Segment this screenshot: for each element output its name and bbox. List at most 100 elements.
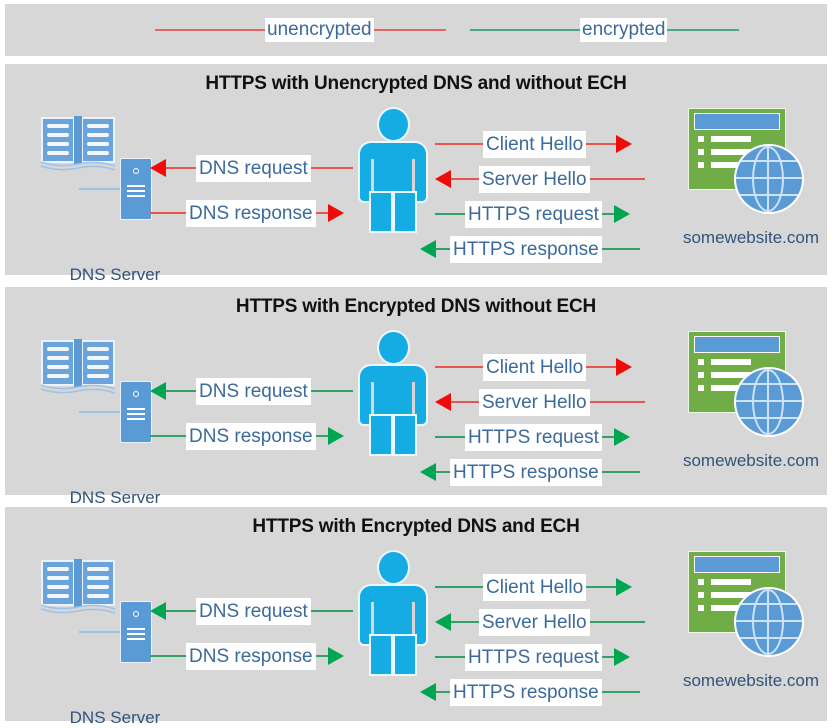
flow-label: DNS response [186,199,316,227]
browser-content-list [698,359,751,398]
person-head [379,552,408,583]
server-connector-line [79,188,123,190]
flow-client-hello-1: Client Hello [435,130,633,158]
flow-label: HTTPS response [450,678,602,706]
browser-title-bar [694,556,780,573]
browser-content-list [698,136,751,175]
flow-dns-response-2: DNS response [150,422,344,450]
server-power-dot [133,168,139,174]
flow-line [310,167,353,169]
scenario-panel-2: HTTPS with Encrypted DNS without ECH [5,287,827,507]
flow-line [435,143,483,145]
person-arm-gap-right [412,382,415,420]
browser-title-bar [694,336,780,353]
person-arm-gap-right [412,602,415,640]
person-leg-right [395,636,415,674]
flow-label: DNS response [186,422,316,450]
person-arm-gap-right [412,159,415,197]
browser-title-bar [694,113,780,130]
dns-server-icon: DNS Server [35,333,160,507]
person-arm-gap-left [371,382,374,420]
arrowhead-left [420,240,436,258]
flow-client-hello-2: Client Hello [435,353,633,381]
flow-line [589,401,645,403]
flow-line [166,167,196,169]
server-slot-lines [127,185,145,200]
person-leg-left [371,636,391,674]
person-arm-gap-left [371,602,374,640]
panel-title-3: HTTPS with Encrypted DNS and ECH [252,516,580,537]
legend-line-left-unencrypted [155,29,265,31]
flow-line [310,390,353,392]
arrowhead-right [613,648,630,666]
flow-label: DNS response [186,642,316,670]
flow-https-request-3: HTTPS request [435,643,630,671]
flow-line [310,610,353,612]
flow-line [166,390,196,392]
legend-line-right-encrypted [667,29,740,31]
arrowhead-right [616,135,633,153]
flow-line [150,435,186,437]
server-slot-lines [127,628,145,643]
dns-server-label: DNS Server [69,708,161,727]
flow-line [166,610,196,612]
flow-https-response-2: HTTPS response [420,458,640,486]
arrowhead-left [150,382,166,400]
client-person-icon [360,332,426,454]
server-slot-lines [127,408,145,423]
flow-line [435,656,465,658]
flow-line [601,471,640,473]
person-head [379,109,408,140]
flow-label: HTTPS response [450,458,602,486]
flow-line [315,655,328,657]
flow-label: Client Hello [483,573,587,601]
flow-dns-response-3: DNS response [150,642,344,670]
flow-line [435,436,465,438]
person-leg-left [371,416,391,454]
globe-icon [736,146,802,212]
flow-line [435,586,483,588]
flow-line [436,248,450,250]
flow-line [586,366,617,368]
flow-line [315,212,328,214]
flow-label: HTTPS response [450,235,602,263]
server-connector-line [79,411,123,413]
flow-https-request-1: HTTPS request [435,200,630,228]
flow-line [150,655,186,657]
flow-https-request-2: HTTPS request [435,423,630,451]
server-tower-icon [120,601,152,663]
flow-line [436,471,450,473]
server-tower-icon [120,381,152,443]
arrowhead-left [435,613,451,631]
book-icon [39,553,117,615]
legend-line-right-unencrypted [373,29,446,31]
flow-client-hello-3: Client Hello [435,573,633,601]
panel-title-1: HTTPS with Unencrypted DNS and without E… [205,73,627,94]
website-globe-icon: somewebsite.com [683,551,819,690]
flow-label: HTTPS request [465,200,602,228]
flow-line [601,691,640,693]
arrowhead-right [327,204,344,222]
flow-line [601,213,614,215]
flow-https-response-1: HTTPS response [420,235,640,263]
flow-label: Server Hello [479,165,590,193]
arrowhead-left [150,159,166,177]
book-icon [39,333,117,395]
flow-line [451,621,479,623]
flow-label: HTTPS request [465,643,602,671]
flow-line [601,436,614,438]
flow-label: DNS request [196,377,311,405]
person-body [360,586,426,644]
flow-dns-request-2: DNS request [150,377,353,405]
person-head [379,332,408,363]
website-globe-icon: somewebsite.com [683,108,819,247]
scenario-panel-1: HTTPS with Unencrypted DNS and without E… [5,64,827,284]
flow-server-hello-2: Server Hello [435,388,645,416]
flow-label: Server Hello [479,388,590,416]
person-arm-gap-left [371,159,374,197]
scenario-panel-3: HTTPS with Encrypted DNS and ECH [5,507,827,727]
flow-line [150,212,186,214]
person-body [360,143,426,201]
server-power-dot [133,391,139,397]
